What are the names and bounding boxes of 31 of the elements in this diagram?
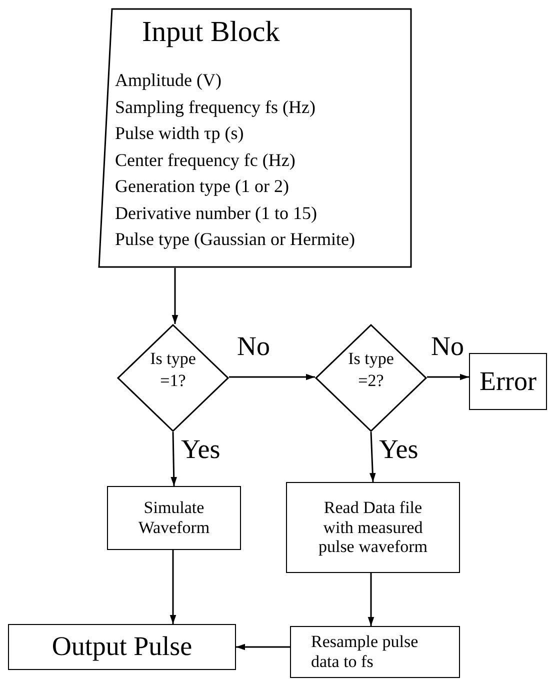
process-text: Simulate Waveform <box>137 498 211 538</box>
decision-diamond <box>315 324 427 432</box>
parameter-text: Center frequency fc (Hz) <box>115 150 296 170</box>
arrow <box>172 268 178 324</box>
process-box <box>286 482 460 573</box>
arrow <box>170 432 177 486</box>
parameter-text: Generation type (1 or 2) <box>115 176 289 197</box>
process-text: Error <box>480 366 536 398</box>
arrow <box>370 432 376 482</box>
decision-diamond <box>117 324 229 432</box>
process-box <box>8 624 236 670</box>
decision-text: Is type =2? <box>347 348 395 392</box>
process-text: Resample pulse data to fs <box>311 632 420 672</box>
process-text: Output Pulse <box>52 631 192 663</box>
decision-text: Is type =1? <box>149 348 197 392</box>
process-text: Read Data file with measured pulse waveform <box>317 498 429 557</box>
arrow <box>229 374 315 380</box>
parameter-text: Pulse width τp (s) <box>115 123 244 144</box>
arrow <box>368 573 374 626</box>
arrow <box>170 550 176 624</box>
process-box <box>107 486 241 550</box>
arrow <box>427 374 469 380</box>
block-heading: Input Block <box>142 16 280 50</box>
parameter-text: Amplitude (V) <box>115 70 222 91</box>
process-box <box>469 353 547 410</box>
arrow <box>236 644 290 650</box>
process-box <box>290 626 460 678</box>
parameter-text: Sampling frequency fs (Hz) <box>115 96 316 118</box>
parameter-text: Derivative number (1 to 15) <box>115 202 317 224</box>
input-block <box>98 8 412 268</box>
parameter-text: Pulse type (Gaussian or Hermite) <box>115 229 355 250</box>
